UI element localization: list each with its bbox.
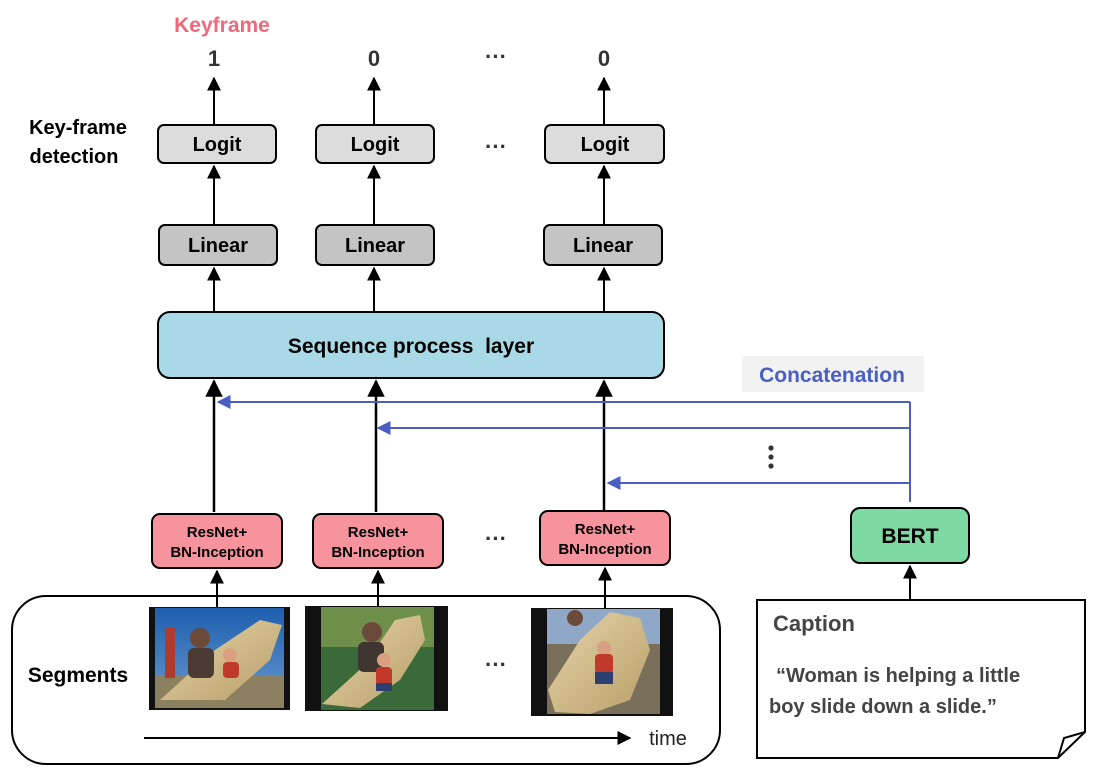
caption-text: boy slide down a slide.” bbox=[769, 696, 997, 718]
linear-box bbox=[315, 224, 435, 266]
resnet-box bbox=[312, 513, 444, 569]
logit-box bbox=[315, 124, 435, 164]
caption-note bbox=[756, 599, 1086, 759]
concatenation-label-bg bbox=[742, 356, 924, 392]
resnet-label: BN-Inception bbox=[331, 544, 424, 561]
ellipsis-horizontal: ··· bbox=[485, 652, 507, 677]
resnet-label: ResNet+ bbox=[575, 521, 636, 538]
resnet-label: BN-Inception bbox=[170, 544, 263, 561]
row-label-keyframe-detection: Key-frame bbox=[29, 117, 127, 139]
resnet-label: ResNet+ bbox=[348, 524, 409, 541]
output-label: 0 bbox=[368, 46, 380, 71]
logit-box bbox=[544, 124, 665, 164]
caption-note-fold bbox=[1057, 731, 1086, 759]
ellipsis-vertical bbox=[768, 445, 774, 469]
linear-box bbox=[543, 224, 663, 266]
video-frame-image bbox=[305, 606, 448, 711]
concatenation-label: Concatenation bbox=[759, 364, 905, 387]
output-label: 1 bbox=[208, 46, 220, 71]
ellipsis-horizontal: ··· bbox=[485, 526, 507, 551]
logit-label: Logit bbox=[351, 134, 400, 156]
logit-box bbox=[157, 124, 277, 164]
logit-label: Logit bbox=[581, 134, 630, 156]
sequence-process-label: Sequence process layer bbox=[288, 335, 534, 358]
segments-container bbox=[11, 595, 721, 765]
linear-label: Linear bbox=[573, 235, 633, 257]
time-label: time bbox=[649, 728, 687, 750]
output-label: 0 bbox=[598, 46, 610, 71]
ellipsis-horizontal: ··· bbox=[485, 44, 507, 69]
sequence-process-layer bbox=[157, 311, 665, 379]
caption-text: “Woman is helping a little bbox=[776, 665, 1020, 687]
bert-label: BERT bbox=[881, 525, 938, 548]
ellipsis-horizontal: ··· bbox=[485, 134, 507, 159]
caption-heading: Caption bbox=[773, 611, 855, 636]
resnet-box bbox=[151, 513, 283, 569]
linear-box bbox=[158, 224, 278, 266]
video-frame-image bbox=[149, 607, 290, 710]
linear-label: Linear bbox=[188, 235, 248, 257]
bert-box bbox=[850, 507, 970, 564]
keyframe-title: Keyframe bbox=[174, 14, 270, 37]
segments-label: Segments bbox=[28, 664, 128, 687]
logit-label: Logit bbox=[193, 134, 242, 156]
linear-label: Linear bbox=[345, 235, 405, 257]
resnet-box bbox=[539, 510, 671, 566]
resnet-label: ResNet+ bbox=[187, 524, 248, 541]
row-label-keyframe-detection: detection bbox=[30, 146, 119, 168]
resnet-label: BN-Inception bbox=[558, 541, 651, 558]
video-frame-image bbox=[531, 608, 673, 716]
